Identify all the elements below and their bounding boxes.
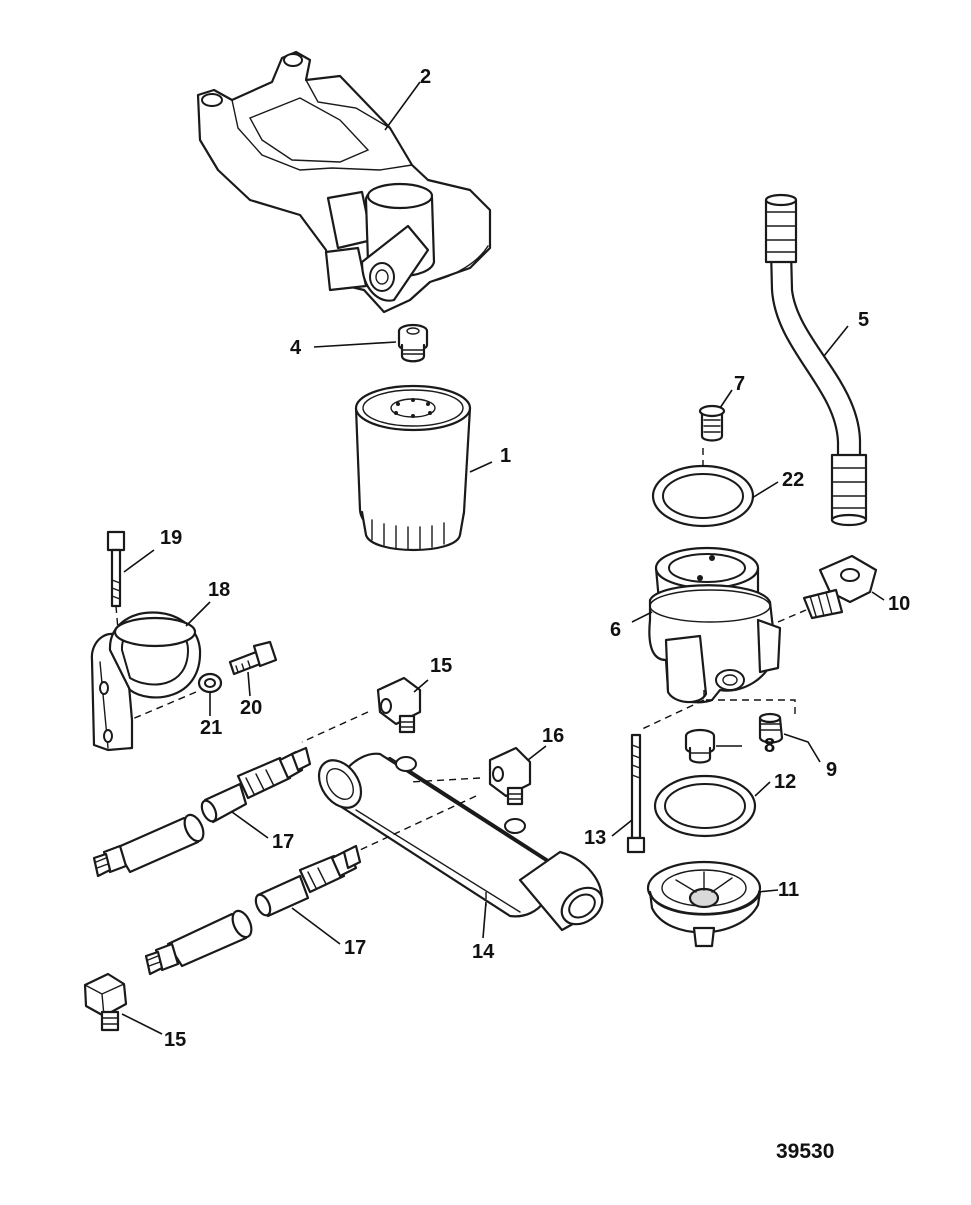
bolt-19-part bbox=[106, 530, 126, 608]
oil-filter-part bbox=[354, 384, 472, 552]
callout-16: 16 bbox=[542, 725, 564, 747]
pipe-plug-part bbox=[758, 712, 784, 744]
drawing-number: 39530 bbox=[776, 1140, 834, 1163]
leader-lines bbox=[121, 81, 885, 1035]
oil-cooler-part bbox=[317, 752, 604, 932]
callout-2: 2 bbox=[420, 66, 431, 88]
hose-assembly-17-lower-part bbox=[144, 844, 362, 976]
callout-4: 4 bbox=[290, 337, 302, 359]
callout-15-lower: 15 bbox=[164, 1029, 186, 1051]
callout-22: 22 bbox=[782, 469, 804, 491]
callout-10: 10 bbox=[888, 593, 910, 615]
washer-part bbox=[197, 672, 223, 694]
callout-11: 11 bbox=[778, 879, 799, 901]
base-cover-part bbox=[646, 860, 762, 948]
callout-1: 1 bbox=[500, 445, 511, 467]
assembly-lines bbox=[115, 448, 807, 906]
callout-17-lower: 17 bbox=[344, 937, 366, 959]
elbow-fitting-16-part bbox=[488, 746, 532, 806]
bracket-clamp-part bbox=[90, 611, 202, 752]
fitting-lower-part bbox=[684, 728, 716, 764]
callout-18: 18 bbox=[208, 579, 230, 601]
callout-15-upper: 15 bbox=[430, 655, 452, 677]
elbow-fitting-15-upper-part bbox=[376, 676, 422, 734]
callout-5: 5 bbox=[858, 309, 869, 331]
hose-assembly-17-upper-part bbox=[92, 746, 312, 878]
remote-filter-housing-part bbox=[648, 546, 782, 704]
elbow-fitting-15-lower-part bbox=[83, 972, 128, 1032]
callout-8: 8 bbox=[764, 735, 775, 757]
o-ring-lower-part bbox=[653, 774, 757, 838]
filter-bracket-part bbox=[196, 50, 492, 314]
o-ring-upper-part bbox=[651, 464, 755, 528]
threaded-fitting-part bbox=[397, 323, 429, 363]
callout-6: 6 bbox=[610, 619, 621, 641]
callout-7: 7 bbox=[734, 373, 745, 395]
elbow-fitting-part bbox=[802, 554, 878, 620]
long-bolt-part bbox=[626, 733, 646, 854]
callout-14: 14 bbox=[472, 941, 495, 963]
callout-20: 20 bbox=[240, 697, 262, 719]
callout-21: 21 bbox=[200, 717, 222, 739]
hose-part bbox=[764, 193, 868, 527]
callout-13: 13 bbox=[584, 827, 606, 849]
callout-12: 12 bbox=[774, 771, 796, 793]
plug-part bbox=[698, 404, 726, 442]
callout-17-upper: 17 bbox=[272, 831, 294, 853]
bolt-20-part bbox=[228, 640, 278, 676]
callout-labels: 1 2 4 5 6 7 8 9 10 11 12 13 14 15 15 16 … bbox=[160, 66, 910, 1051]
callout-19: 19 bbox=[160, 527, 182, 549]
callout-9: 9 bbox=[826, 759, 837, 781]
